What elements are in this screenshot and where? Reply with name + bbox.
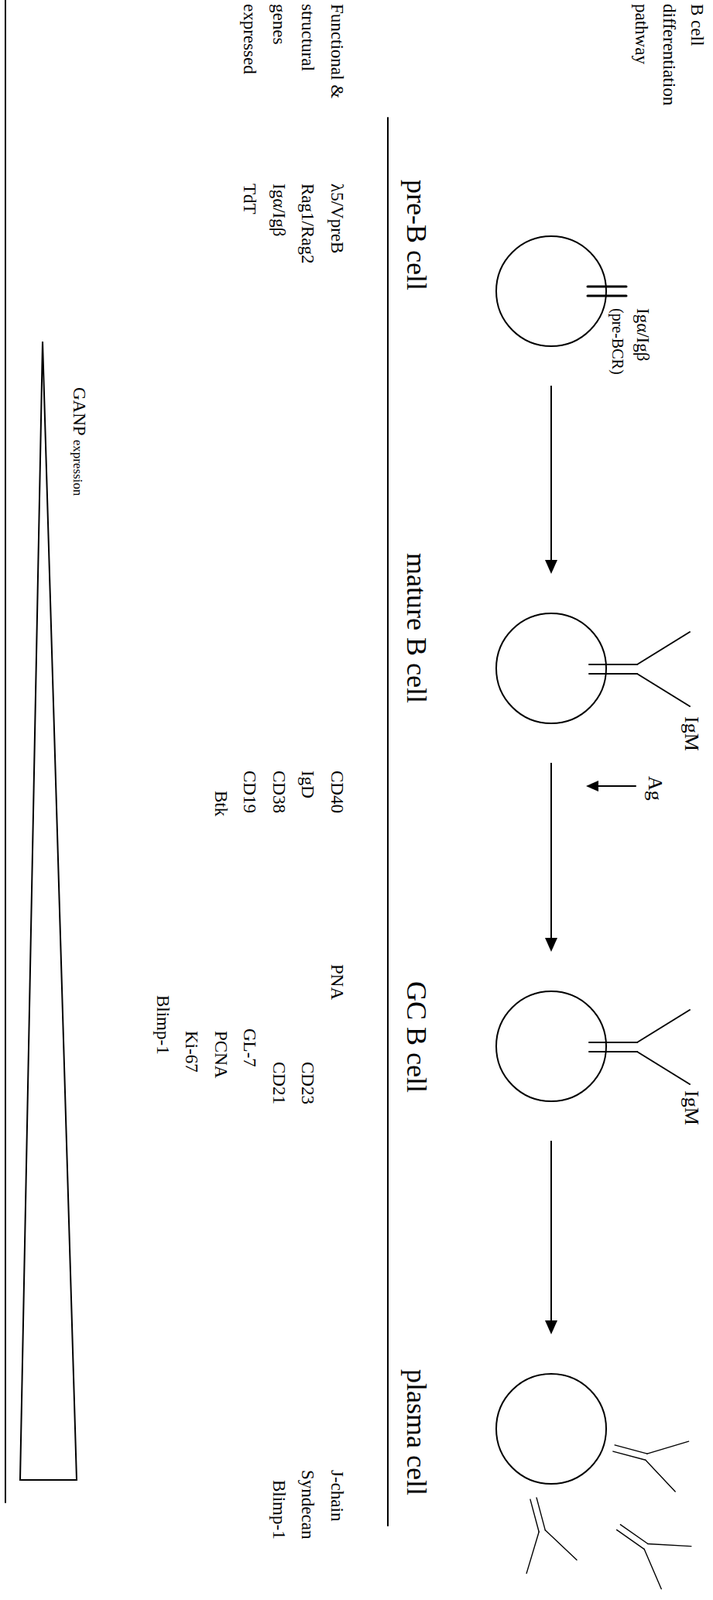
gene-label: Rag1/Rag2 — [296, 183, 320, 264]
stage-name: GC B cell — [400, 980, 433, 1093]
gene-label: GL-7 — [238, 1028, 262, 1067]
stage-arrow — [545, 385, 558, 574]
receptor-label: (pre-BCR) — [607, 308, 628, 375]
gene-label: Igα/Igβ — [267, 183, 291, 237]
antibody-symbol — [603, 1504, 692, 1588]
gene-label: TdT — [238, 183, 262, 215]
gene-label: CD19 — [238, 770, 262, 813]
cell-circle: plasma cell — [495, 1372, 607, 1485]
gene-label: J-chain — [325, 1469, 349, 1521]
separator-line — [387, 117, 389, 1526]
stage-name: pre-B cell — [400, 179, 433, 291]
arrow-line — [550, 385, 552, 562]
ganp-text: GANP — [68, 387, 90, 436]
arrow-line — [550, 762, 552, 940]
gene-label: λ5/VpreB — [325, 183, 349, 254]
gene-label: CD38 — [267, 770, 291, 813]
cell-circle: pre-B cell — [495, 235, 607, 347]
pre-bcr-bar — [587, 294, 627, 298]
gene-label: Blimp-1 — [150, 994, 175, 1055]
gene-label: CD21 — [267, 1061, 291, 1104]
antibody-symbol — [589, 1009, 690, 1084]
receptor-label: Igα/Igβ — [630, 308, 655, 361]
arrow-line — [550, 1140, 552, 1322]
ganp-label: GANP expression — [68, 387, 90, 496]
stage-name: mature B cell — [400, 552, 433, 703]
antigen-label: Ag — [641, 775, 669, 801]
antibody-symbol — [606, 1422, 689, 1492]
stage-name: plasma cell — [400, 1368, 433, 1495]
antibody-symbol — [589, 631, 690, 707]
gene-label: Btk — [209, 790, 233, 816]
gene-label: Syndecan — [296, 1469, 320, 1539]
gene-label: CD23 — [296, 1061, 320, 1104]
cell-circle: GC B cell — [495, 990, 607, 1102]
arrowhead — [545, 1319, 558, 1334]
ganp-triangle — [20, 341, 77, 1480]
stage-arrow — [545, 1140, 558, 1334]
arrowhead — [545, 937, 558, 952]
cell-circle: mature B cell — [495, 612, 607, 724]
stage-arrow — [545, 762, 558, 952]
arrowhead — [545, 559, 558, 574]
gene-label: Blimp-1 — [267, 1479, 291, 1540]
antibody-label: IgM — [678, 716, 705, 751]
gene-label: PCNA — [209, 1030, 233, 1078]
pre-bcr-bar — [587, 285, 627, 288]
antibody-symbol — [508, 1491, 577, 1573]
antigen-arrow — [596, 784, 636, 787]
bottom-line — [4, 0, 7, 1502]
antibody-label: IgM — [678, 1090, 705, 1125]
row-heading: B cell differentiation pathway — [627, 3, 711, 132]
gene-label: PNA — [325, 963, 349, 1000]
antigen-arrowhead — [586, 780, 599, 792]
gene-label: CD40 — [325, 770, 349, 813]
row-heading: Functional & structural genes expressed — [235, 3, 352, 109]
gene-label: IgD — [296, 770, 320, 799]
gene-label: Ki-67 — [180, 1030, 204, 1073]
ganp-text: expression — [69, 439, 86, 497]
